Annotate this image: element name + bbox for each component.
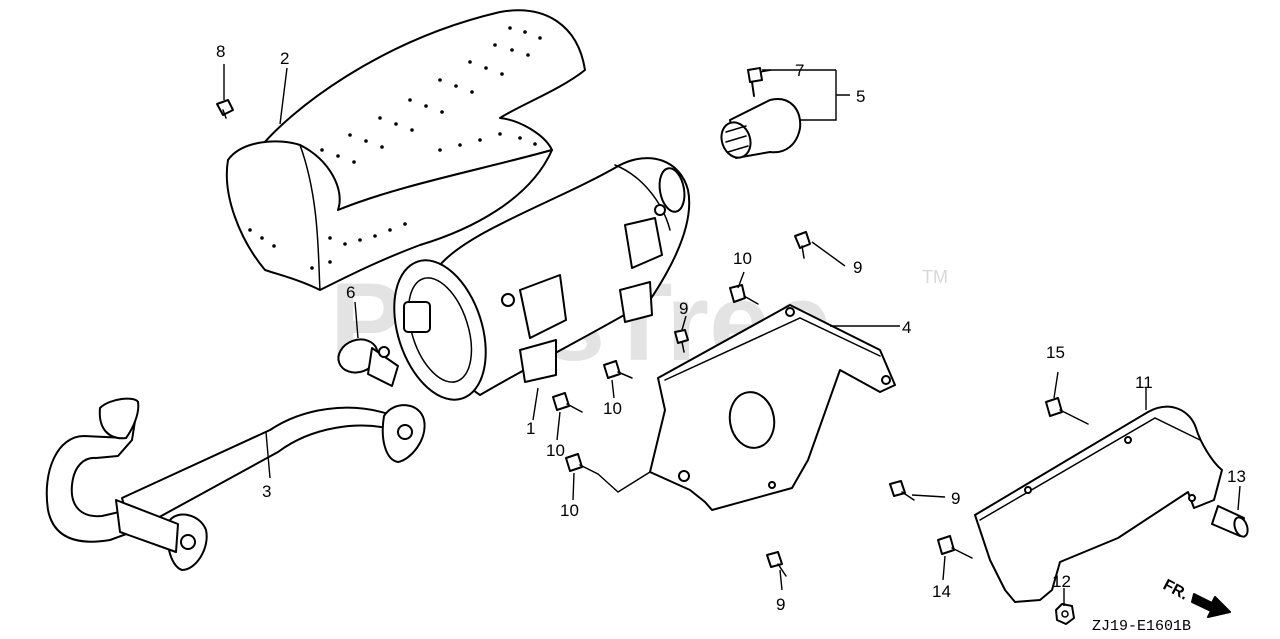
heat-shield-part xyxy=(225,9,586,291)
callout-13: 13 xyxy=(1227,467,1246,486)
direction-label: FR. xyxy=(1160,577,1191,604)
callout-1: 1 xyxy=(526,419,535,438)
watermark-trademark: TM xyxy=(922,267,948,287)
clamp-part xyxy=(337,338,399,387)
exhaust-pipe-part xyxy=(45,397,426,571)
callout-5: 5 xyxy=(856,87,865,106)
callout-labels: 1 2 3 4 5 6 7 8 9 9 9 9 10 10 10 10 11 1… xyxy=(216,42,1246,614)
spark-arrester-part xyxy=(720,67,802,159)
callout-6: 6 xyxy=(346,283,355,302)
callout-7: 7 xyxy=(795,61,804,80)
nut-part xyxy=(1055,603,1075,625)
callout-9-top: 9 xyxy=(853,258,862,277)
bolts xyxy=(216,99,1089,577)
leader-lines xyxy=(223,64,1241,606)
callout-2: 2 xyxy=(280,49,289,68)
bolt-10-top xyxy=(729,284,759,305)
bolt-14 xyxy=(937,535,973,559)
callout-11: 11 xyxy=(1135,373,1153,392)
front-direction-indicator: FR. xyxy=(1160,577,1231,618)
callout-9-mid: 9 xyxy=(679,299,688,318)
callout-14: 14 xyxy=(932,582,951,601)
callout-9-bottom: 9 xyxy=(776,595,785,614)
callout-4: 4 xyxy=(902,318,911,337)
bolt-10-mid xyxy=(603,360,633,379)
shield-perforations xyxy=(248,26,542,270)
callout-10-left: 10 xyxy=(546,441,565,460)
diagram-code: ZJ19-E1601B xyxy=(1092,618,1191,635)
callout-8: 8 xyxy=(216,42,225,61)
bolt-15 xyxy=(1045,397,1089,425)
bolt-9-right xyxy=(889,480,915,501)
muffler-bracket-part xyxy=(649,304,896,511)
heat-protector-part xyxy=(974,405,1223,603)
callout-10-mid: 10 xyxy=(603,399,622,418)
bolt-9-mid xyxy=(674,329,689,353)
bolt-9-top xyxy=(794,231,811,259)
callout-10-top: 10 xyxy=(733,249,752,268)
bolt-9-bottom xyxy=(766,551,787,577)
muffler-part xyxy=(393,157,691,401)
callout-3: 3 xyxy=(262,482,271,501)
bolt-10-low xyxy=(565,453,599,475)
bolt-10-left xyxy=(552,392,583,413)
callout-9-right: 9 xyxy=(951,489,960,508)
direction-arrow-icon xyxy=(1191,593,1231,618)
bolt-8 xyxy=(216,99,234,119)
callout-12: 12 xyxy=(1052,572,1071,591)
callout-10-low: 10 xyxy=(560,501,579,520)
collar-part xyxy=(1211,505,1249,538)
callout-15: 15 xyxy=(1046,343,1065,362)
